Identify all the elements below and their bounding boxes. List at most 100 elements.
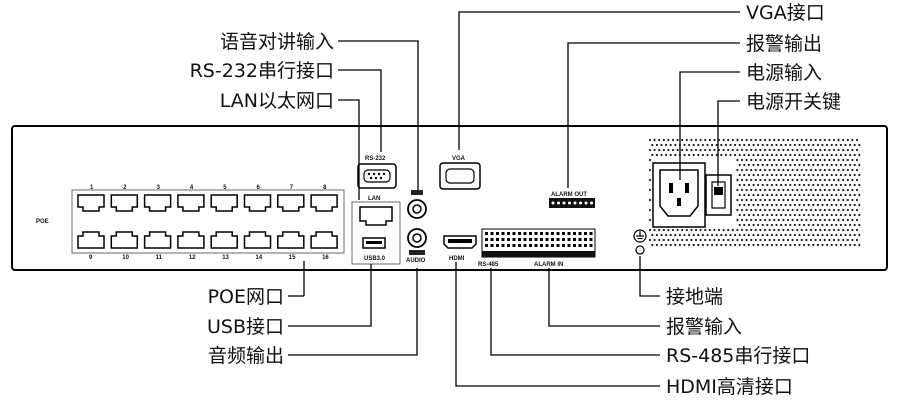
vent-dot (763, 228, 767, 232)
vent-dot (853, 243, 856, 247)
vent-dot (720, 233, 723, 237)
alarm-in-pin (584, 244, 587, 247)
vent-dot (747, 173, 751, 177)
vent-dot (809, 138, 813, 142)
rs485-label: RS-485 (478, 262, 499, 268)
vent-dot (662, 228, 665, 232)
vent-dot (750, 208, 753, 212)
vent-dot (791, 208, 794, 212)
vent-dot (648, 188, 652, 192)
vent-dot (807, 153, 810, 157)
vent-dot (784, 203, 787, 207)
vent-dot (743, 243, 746, 247)
vent-dot (789, 173, 792, 177)
vent-dot (805, 198, 808, 202)
vent-dot (803, 143, 806, 147)
vent-dot (736, 148, 739, 152)
vent-dot (858, 203, 861, 207)
vent-dot (793, 233, 797, 237)
vent-dot (757, 153, 760, 157)
vent-dot (855, 228, 859, 232)
vent-dot (727, 138, 730, 142)
vent-dot (777, 158, 780, 162)
vent-dot (768, 228, 771, 232)
vent-dot (855, 208, 859, 212)
vent-dot (766, 213, 769, 217)
vent-dot (807, 143, 810, 147)
vent-dot (846, 208, 849, 212)
vent-dot (761, 143, 764, 147)
vent-dot (740, 238, 744, 242)
vent-dot (858, 163, 861, 167)
vent-dot (816, 223, 820, 227)
vent-dot (853, 183, 856, 187)
vent-dot (789, 213, 792, 217)
vent-dot (812, 213, 815, 217)
vent-dot (658, 228, 661, 232)
vent-dot (740, 188, 744, 192)
vent-dot (837, 178, 840, 182)
vent-dot (791, 178, 794, 182)
vent-dot (754, 168, 757, 172)
vent-dot (826, 143, 829, 147)
vent-dot (660, 233, 663, 237)
vent-dot (754, 178, 757, 182)
alarm-in-pin (562, 238, 565, 241)
vent-dot (754, 158, 757, 162)
vent-dot (775, 163, 778, 167)
vent-dot (780, 173, 783, 177)
vent-dot (814, 188, 817, 192)
vent-dot (855, 238, 859, 242)
vent-dot (853, 163, 856, 167)
vent-dot (761, 233, 764, 237)
callout-vga: VGA接口 (746, 2, 825, 24)
callout-alarm-out: 报警输出 (746, 33, 822, 55)
vent-dot (835, 193, 838, 197)
vent-dot (842, 138, 845, 142)
vent-dot (821, 223, 824, 227)
vent-dot (830, 153, 833, 157)
vent-dot (803, 213, 806, 217)
vent-dot (694, 228, 698, 232)
vent-dot (858, 233, 861, 237)
vent-dot (775, 193, 778, 197)
vent-dot (757, 223, 760, 227)
vent-dot (715, 243, 718, 247)
alarm-in-pin (523, 232, 527, 235)
alarm-in-pin (529, 238, 532, 241)
vent-dot (858, 223, 861, 227)
alarm-in-pin (507, 244, 510, 247)
alarm-in-pin (512, 232, 516, 235)
vent-dot (763, 238, 767, 242)
vent-dot (826, 243, 829, 247)
vent-dot (846, 188, 849, 192)
vent-dot (777, 148, 780, 152)
alarm-in-pin (562, 244, 565, 247)
vent-dot (747, 183, 751, 187)
vent-dot (685, 148, 688, 152)
vent-dot (807, 183, 810, 187)
vent-dot (816, 233, 820, 237)
vent-dot (655, 243, 659, 247)
vent-dot (796, 158, 799, 162)
vent-dot (798, 193, 801, 197)
vent-dot (782, 238, 785, 242)
vent-dot (763, 198, 767, 202)
vent-dot (805, 218, 808, 222)
vent-dot (812, 163, 815, 167)
vent-dot (777, 208, 780, 212)
vent-dot (826, 203, 829, 207)
rs232-label: RS-232 (365, 156, 386, 162)
vent-dot (745, 188, 748, 192)
vent-dot (738, 193, 741, 197)
vent-dot (736, 168, 739, 172)
vent-dot (796, 208, 799, 212)
vent-dot (720, 153, 723, 157)
callout-alarm-in: 报警输入 (666, 316, 742, 338)
alarm-in-pin (518, 232, 521, 235)
vent-dot (773, 218, 776, 222)
vent-dot (849, 233, 852, 237)
vent-dot (823, 238, 826, 242)
vent-dot (740, 138, 744, 142)
vent-dot (851, 198, 854, 202)
